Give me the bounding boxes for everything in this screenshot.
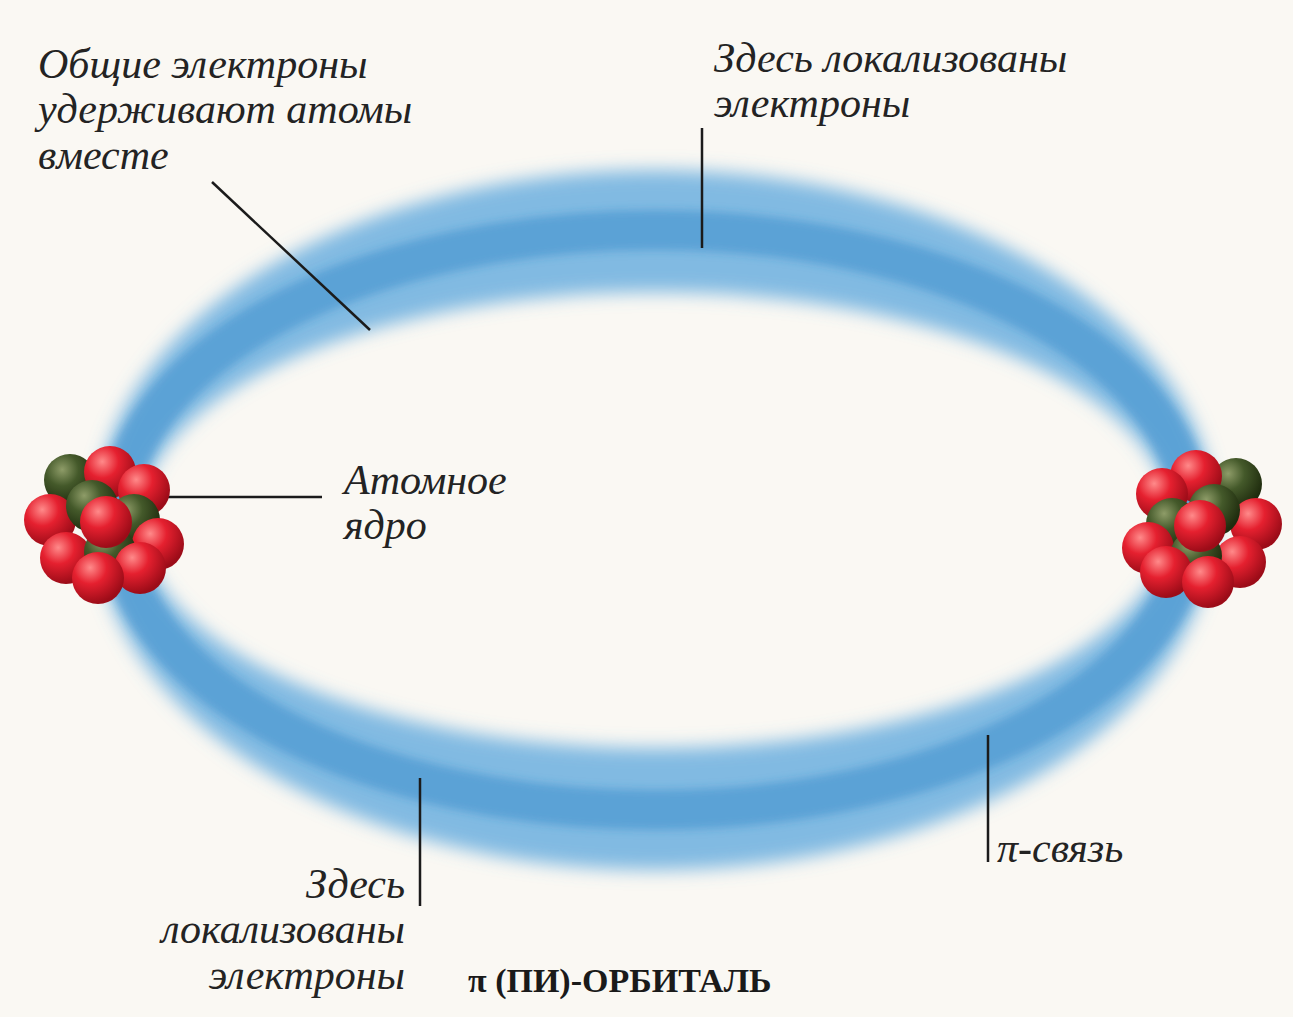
proton-sphere bbox=[80, 496, 132, 548]
callout-label: Здесь локализованы электроны bbox=[105, 862, 405, 998]
callout-label: π-связь bbox=[997, 826, 1247, 871]
proton-sphere bbox=[1182, 556, 1234, 608]
diagram-title: π (ПИ)-ОРБИТАЛЬ bbox=[468, 962, 771, 1000]
proton-sphere bbox=[1174, 500, 1226, 552]
atomic-nuclei bbox=[24, 446, 1282, 608]
leader-line bbox=[150, 496, 322, 499]
leader-lines bbox=[150, 128, 988, 906]
callout-label: Общие электроны удерживают атомы вместе bbox=[38, 42, 478, 178]
callout-label: Здесь локализованы электроны bbox=[714, 36, 1164, 127]
leader-line bbox=[701, 128, 704, 248]
atomic-nucleus bbox=[24, 446, 184, 604]
leader-line bbox=[212, 182, 370, 330]
leader-line bbox=[419, 778, 422, 906]
callout-label: Атомное ядро bbox=[344, 458, 564, 549]
proton-sphere bbox=[72, 552, 124, 604]
pi-orbital-core bbox=[118, 230, 1192, 810]
atomic-nucleus bbox=[1122, 450, 1282, 608]
pi-orbital-ring bbox=[95, 170, 1215, 870]
leader-line bbox=[987, 735, 990, 862]
